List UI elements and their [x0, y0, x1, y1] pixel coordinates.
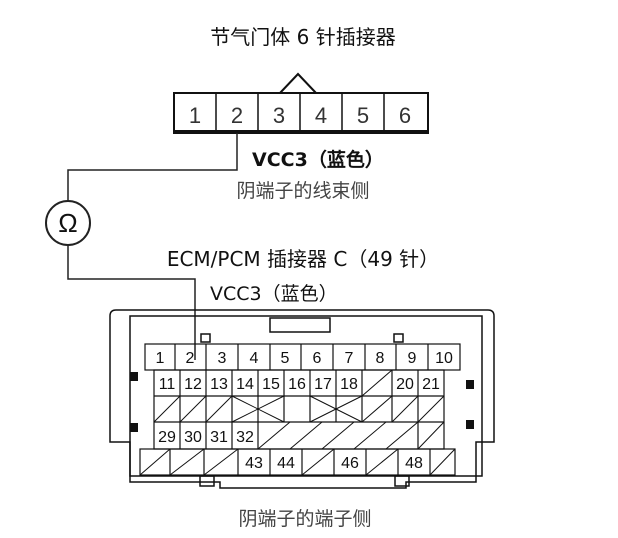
ecm-pin-6: 6 [313, 350, 322, 367]
ecm-pin-16: 16 [288, 376, 306, 393]
ecm-pin-44: 44 [277, 455, 295, 472]
ecm-pin-31: 31 [210, 429, 228, 446]
ecm-pin-5: 5 [281, 350, 290, 367]
ecm-pin-21: 21 [422, 376, 440, 393]
ecm-pin-2: 2 [186, 350, 195, 367]
connector-lock-tab [279, 72, 317, 94]
ecm-pin-18: 18 [340, 376, 358, 393]
ecm-wire-label: VCC3（蓝色） [210, 283, 338, 305]
ecm-pin-10: 10 [435, 350, 453, 367]
throttle-connector-title: 节气门体 6 针插接器 [210, 25, 395, 49]
ecm-pin-4: 4 [250, 350, 259, 367]
ecm-pin-1: 1 [156, 350, 165, 367]
ecm-connector-caption: 阴端子的端子侧 [238, 508, 371, 530]
throttle-wire-label: VCC3（蓝色） [252, 148, 384, 171]
ecm-pin-12: 12 [184, 376, 202, 393]
ecm-pin-48: 48 [405, 455, 423, 472]
ecm-pin-46: 46 [341, 455, 359, 472]
ohmmeter [45, 200, 91, 246]
throttle-connector-caption: 阴端子的线束侧 [236, 180, 369, 202]
throttle-pin-4: 4 [315, 103, 327, 128]
ecm-pin-32: 32 [236, 429, 254, 446]
ecm-pin-7: 7 [345, 350, 354, 367]
test-lead-upper [67, 133, 238, 201]
ecm-pin-13: 13 [210, 376, 228, 393]
ecm-pin-11: 11 [159, 376, 176, 393]
ecm-pin-14: 14 [236, 376, 254, 393]
ecm-connector-housing [109, 309, 495, 489]
ecm-cavity-grid [139, 343, 461, 476]
ecm-pin-29: 29 [158, 429, 176, 446]
ecm-connector-title: ECM/PCM 插接器 C（49 针） [167, 247, 439, 271]
throttle-pin-1: 1 [189, 103, 201, 128]
ecm-pin-3: 3 [218, 350, 227, 367]
throttle-pin-6: 6 [399, 103, 411, 128]
ecm-pin-15: 15 [262, 376, 280, 393]
throttle-pin-3: 3 [273, 103, 285, 128]
throttle-connector-body [173, 92, 429, 134]
ecm-pin-8: 8 [376, 350, 385, 367]
test-lead-lower [67, 245, 196, 360]
ecm-housing-keys [130, 372, 474, 432]
ecm-pin-20: 20 [396, 376, 414, 393]
ecm-pin-9: 9 [408, 350, 417, 367]
ecm-pin-43: 43 [245, 455, 263, 472]
ecm-pin-30: 30 [184, 429, 202, 446]
throttle-pin-2: 2 [231, 103, 243, 128]
ecm-pin-17: 17 [314, 376, 332, 393]
ohm-symbol: Ω [58, 208, 77, 238]
ecm-empty-cavity-marks [139, 369, 456, 476]
throttle-pin-5: 5 [357, 103, 369, 128]
